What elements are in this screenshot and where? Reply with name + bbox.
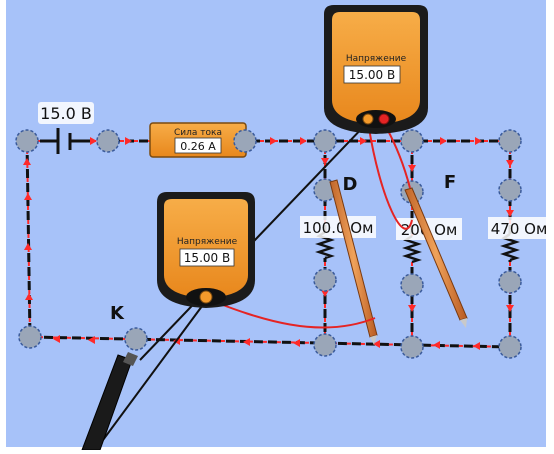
voltmeter-left-title: Напряжение [177, 237, 238, 247]
current-arrow [473, 342, 480, 350]
junction-node[interactable] [18, 325, 42, 349]
junction-node[interactable] [400, 335, 424, 359]
junction-nodes [15, 129, 522, 359]
junction-node[interactable] [233, 129, 257, 153]
current-arrow [408, 305, 416, 312]
junction-node[interactable] [498, 129, 522, 153]
point-d-label: D [343, 174, 358, 195]
wire-left[interactable] [25, 140, 32, 338]
ammeter-value: 0.26 А [180, 140, 216, 153]
current-arrow [475, 137, 482, 145]
junction-node[interactable] [400, 129, 424, 153]
junction-node[interactable] [498, 270, 522, 294]
battery-label: 15.0 В [40, 104, 92, 123]
ammeter[interactable]: Сила тока 0.26 А [149, 122, 247, 158]
current-arrow [321, 290, 329, 297]
current-arrow [25, 293, 33, 300]
wire-bottom[interactable] [29, 335, 513, 349]
current-arrow [321, 158, 329, 165]
junction-node[interactable] [124, 327, 148, 351]
current-arrow [408, 165, 416, 172]
terminal[interactable] [199, 290, 213, 304]
voltmeter-left[interactable]: Напряжение 15.00 В [157, 192, 255, 308]
junction-node[interactable] [15, 129, 39, 153]
battery[interactable] [40, 128, 90, 156]
probe-red-tip[interactable] [329, 179, 378, 345]
resistor-label-bg [488, 217, 550, 239]
battery-label-bg [38, 102, 94, 124]
junction-node[interactable] [313, 268, 337, 292]
current-arrow [506, 210, 514, 217]
black-lead-left-meter [102, 297, 209, 441]
current-arrow [360, 137, 367, 145]
resistor-d-label: 100.0 Ом [303, 219, 374, 237]
voltmeter-left-value: 15.00 В [184, 251, 230, 265]
voltmeter-top[interactable]: Напряжение 15.00 В [324, 5, 428, 134]
terminal-black[interactable] [362, 113, 374, 125]
junction-node[interactable] [498, 335, 522, 359]
point-k-label: K [110, 303, 125, 324]
resistor-label-bg [300, 216, 376, 238]
voltmeter-top-display [343, 65, 401, 84]
current-arrow [440, 137, 447, 145]
junction-node[interactable] [313, 333, 337, 357]
current-arrow [90, 137, 97, 145]
junction-node[interactable] [498, 178, 522, 202]
junction-node[interactable] [313, 129, 337, 153]
ammeter-title: Сила тока [174, 128, 222, 138]
current-arrow [433, 341, 440, 349]
junction-node[interactable] [96, 129, 120, 153]
junction-node[interactable] [400, 273, 424, 297]
current-arrow [506, 160, 514, 167]
current-arrow [24, 243, 32, 250]
current-arrow [88, 336, 95, 344]
current-arrow [24, 193, 32, 200]
current-arrow [506, 305, 514, 312]
current-arrow [243, 338, 250, 346]
voltmeter-top-title: Напряжение [346, 54, 407, 64]
current-arrow [293, 339, 300, 347]
current-arrow [270, 137, 277, 145]
terminal-red[interactable] [378, 113, 390, 125]
current-arrow [300, 137, 307, 145]
resistor-f[interactable] [401, 234, 423, 264]
voltmeter-top-value: 15.00 В [349, 68, 395, 82]
voltmeter-left-display [179, 248, 235, 267]
resistor-right-label: 470 Ом [491, 220, 548, 238]
point-f-label: F [444, 172, 456, 193]
current-arrow [125, 137, 132, 145]
current-arrows [23, 137, 514, 350]
red-lead-top [367, 121, 413, 230]
current-arrow [373, 340, 380, 348]
current-arrow [23, 158, 31, 165]
probe-black-tip[interactable] [404, 187, 468, 328]
canvas-background [6, 0, 546, 447]
current-arrow [53, 335, 60, 343]
ammeter-display [174, 137, 222, 154]
